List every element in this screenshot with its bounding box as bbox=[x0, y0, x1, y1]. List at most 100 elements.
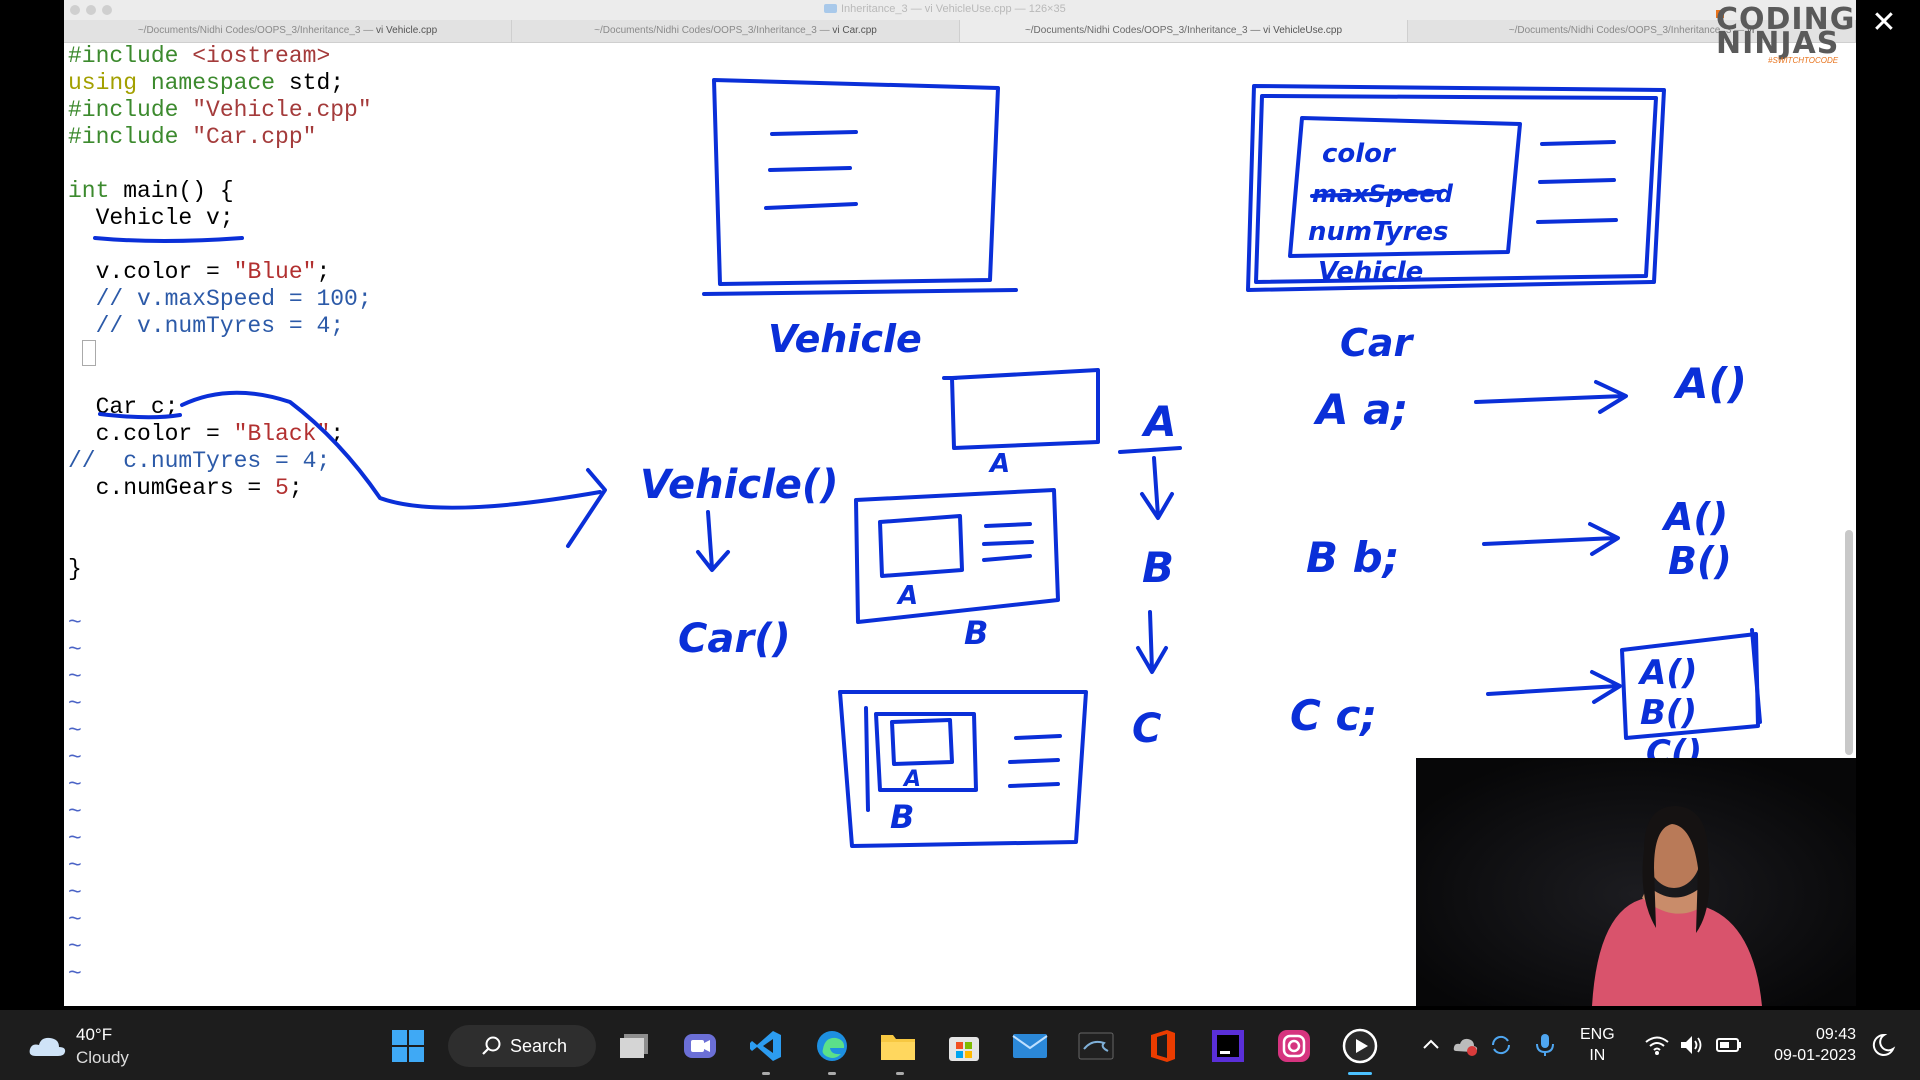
vehicle-ctor-label: Vehicle() bbox=[640, 462, 838, 508]
vscode-button[interactable] bbox=[746, 1026, 786, 1066]
close-light[interactable] bbox=[70, 5, 80, 15]
terminal-window[interactable]: Inheritance_3 — vi VehicleUse.cpp — 126×… bbox=[64, 0, 1856, 1006]
search-label: Search bbox=[510, 1036, 568, 1056]
empty-line-marker[interactable]: ~ bbox=[68, 799, 82, 825]
lang-code: ENG bbox=[1580, 1026, 1615, 1043]
empty-line-marker[interactable]: ~ bbox=[68, 610, 82, 636]
intellij-button[interactable] bbox=[1208, 1026, 1248, 1066]
office-icon bbox=[1151, 1030, 1175, 1062]
battery-icon[interactable] bbox=[1716, 1032, 1742, 1058]
empty-line-marker[interactable]: ~ bbox=[68, 907, 82, 933]
mail-button[interactable] bbox=[1010, 1026, 1050, 1066]
code-line[interactable]: v.color = "Blue"; bbox=[68, 259, 331, 285]
wifi-icon[interactable] bbox=[1644, 1032, 1670, 1058]
code-line[interactable]: #include <iostream> bbox=[68, 43, 331, 69]
empty-line-marker[interactable]: ~ bbox=[68, 691, 82, 717]
store-button[interactable] bbox=[944, 1026, 984, 1066]
onedrive-icon[interactable] bbox=[1452, 1032, 1478, 1058]
car-member-vehicle: Vehicle bbox=[1318, 257, 1423, 287]
minimize-light[interactable] bbox=[86, 5, 96, 15]
box-c-inner-label: A bbox=[902, 767, 921, 792]
empty-line-marker[interactable]: ~ bbox=[68, 718, 82, 744]
arrow-decl-c bbox=[1486, 670, 1622, 704]
underline-car-c bbox=[98, 412, 182, 420]
arrow-decl-a bbox=[1474, 380, 1628, 414]
empty-line-marker[interactable]: ~ bbox=[68, 961, 82, 987]
chain-arrow-bc bbox=[1136, 610, 1168, 674]
code-line[interactable]: #include "Car.cpp" bbox=[68, 124, 317, 150]
weather-widget[interactable]: 40°F Cloudy bbox=[28, 1022, 208, 1070]
search-box[interactable]: Search bbox=[448, 1025, 596, 1067]
empty-line-marker[interactable]: ~ bbox=[68, 853, 82, 879]
instagram-button[interactable] bbox=[1274, 1026, 1314, 1066]
play-icon bbox=[1342, 1028, 1378, 1064]
decl-b: B b; bbox=[1306, 533, 1400, 582]
car-inner-box bbox=[1288, 116, 1522, 258]
decl-c: C c; bbox=[1290, 691, 1377, 740]
code-line[interactable]: #include "Vehicle.cpp" bbox=[68, 97, 372, 123]
edge-button[interactable] bbox=[812, 1026, 852, 1066]
code-line[interactable]: Vehicle v; bbox=[68, 205, 234, 231]
code-line[interactable]: } bbox=[68, 556, 82, 582]
logo-tagline: #SWITCHTOCODE bbox=[1768, 56, 1839, 65]
code-line[interactable]: int main() { bbox=[68, 178, 234, 204]
code-line[interactable]: using namespace std; bbox=[68, 70, 345, 96]
decl-a: A a; bbox=[1313, 385, 1408, 434]
empty-line-marker[interactable]: ~ bbox=[68, 745, 82, 771]
empty-line-marker[interactable]: ~ bbox=[68, 637, 82, 663]
empty-line-marker[interactable]: ~ bbox=[68, 934, 82, 960]
zoom-light[interactable] bbox=[102, 5, 112, 15]
tab-vehicleuse-cpp[interactable]: ~/Documents/Nidhi Codes/OOPS_3/Inheritan… bbox=[960, 20, 1408, 42]
sync-icon[interactable] bbox=[1488, 1032, 1514, 1058]
car-outer-box-2 bbox=[1254, 94, 1658, 284]
code-line[interactable]: // v.numTyres = 4; bbox=[68, 313, 345, 339]
arrowhead-ctor bbox=[566, 468, 607, 548]
mysql-icon bbox=[1078, 1032, 1114, 1060]
volume-icon[interactable] bbox=[1678, 1032, 1704, 1058]
chain-b: B bbox=[1142, 543, 1174, 592]
language-indicator[interactable]: ENG IN bbox=[1580, 1024, 1615, 1066]
car-ctor-label: Car() bbox=[678, 616, 791, 662]
maxspeed-strike bbox=[1310, 190, 1442, 198]
empty-line-marker[interactable]: ~ bbox=[68, 664, 82, 690]
chevron-up-icon[interactable] bbox=[1418, 1032, 1444, 1058]
tab-4[interactable]: ~/Documents/Nidhi Codes/OOPS_3/Inheritan… bbox=[1408, 20, 1856, 42]
scrollbar[interactable] bbox=[1845, 530, 1853, 755]
vehicle-box-lines bbox=[764, 130, 858, 210]
code-line[interactable]: c.numGears = 5; bbox=[68, 475, 303, 501]
result-c-2: B() bbox=[1640, 693, 1697, 733]
logo-spark-icon bbox=[1716, 10, 1724, 18]
empty-line-marker[interactable]: ~ bbox=[68, 880, 82, 906]
code-editor[interactable]: #include <iostream>using namespace std;#… bbox=[68, 43, 372, 988]
media-player-button[interactable] bbox=[1340, 1026, 1380, 1066]
start-button[interactable] bbox=[388, 1026, 428, 1066]
box-c-inner bbox=[874, 712, 978, 792]
coding-ninjas-logo: CODING NINJAS #SWITCHTOCODE bbox=[1710, 5, 1858, 68]
tab-car-cpp[interactable]: ~/Documents/Nidhi Codes/OOPS_3/Inheritan… bbox=[512, 20, 960, 42]
clock[interactable]: 09:43 09-01-2023 bbox=[1760, 1024, 1856, 1066]
empty-line-marker[interactable]: ~ bbox=[68, 772, 82, 798]
empty-line-marker[interactable]: ~ bbox=[68, 826, 82, 852]
webcam-overlay bbox=[1416, 758, 1856, 1006]
arrow-decl-b bbox=[1482, 522, 1620, 556]
edge-icon bbox=[817, 1031, 847, 1061]
meet-button[interactable] bbox=[680, 1026, 720, 1066]
mysql-button[interactable] bbox=[1076, 1026, 1116, 1066]
notification-icon[interactable] bbox=[1870, 1032, 1896, 1058]
chain-arrow-ab bbox=[1140, 456, 1174, 520]
code-line[interactable]: // v.maxSpeed = 100; bbox=[68, 286, 372, 312]
video-chat-icon bbox=[684, 1034, 716, 1058]
task-view-button[interactable] bbox=[614, 1026, 654, 1066]
close-icon[interactable]: ✕ bbox=[1871, 6, 1897, 39]
code-line[interactable]: // c.numTyres = 4; bbox=[68, 448, 331, 474]
lang-region: IN bbox=[1589, 1047, 1606, 1064]
office-button[interactable] bbox=[1142, 1026, 1182, 1066]
chain-c: C bbox=[1132, 706, 1161, 752]
file-explorer-button[interactable] bbox=[878, 1026, 918, 1066]
cloud-icon bbox=[29, 1037, 66, 1056]
code-line[interactable] bbox=[68, 340, 372, 367]
tab-vehicle-cpp[interactable]: ~/Documents/Nidhi Codes/OOPS_3/Inheritan… bbox=[64, 20, 512, 42]
clock-date: 09-01-2023 bbox=[1774, 1047, 1856, 1064]
result-c-box bbox=[1620, 632, 1760, 740]
microphone-icon[interactable] bbox=[1532, 1032, 1558, 1058]
